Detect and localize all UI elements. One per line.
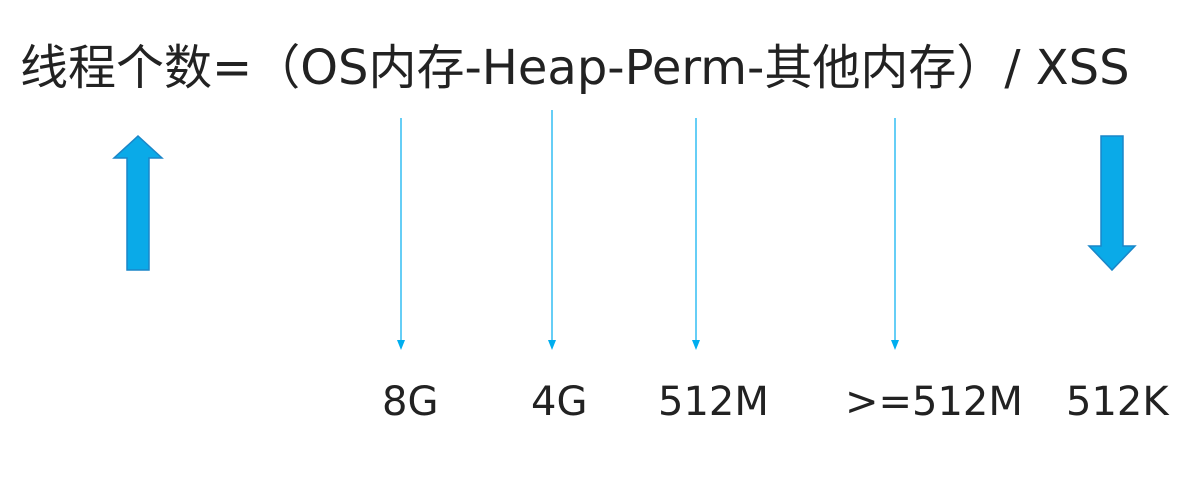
other-memory-value: >=512M (845, 379, 1023, 425)
decrease-arrow-icon (1087, 135, 1137, 272)
formula-text: 线程个数=（OS内存-Heap-Perm-其他内存）/ XSS (20, 40, 1130, 96)
increase-arrow-icon (112, 134, 164, 271)
os-memory-value: 8G (382, 379, 439, 425)
xss-value: 512K (1066, 379, 1169, 425)
perm-value: 512M (658, 379, 769, 425)
heap-value: 4G (531, 379, 588, 425)
